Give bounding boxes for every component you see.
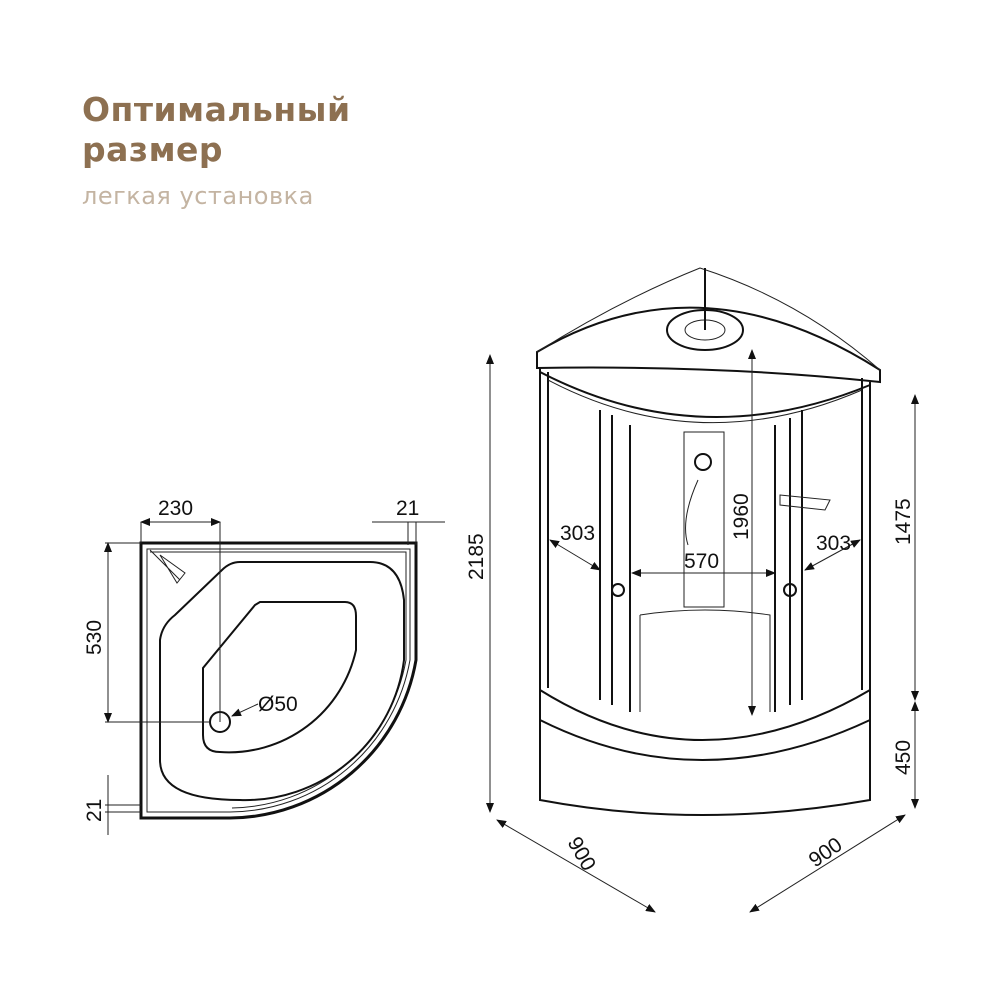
cabin-roof [536,306,881,384]
right-door-handle [783,583,797,597]
tray-floor-contour [202,601,357,754]
heading-title: Оптимальный размер [82,90,351,170]
dim-530: 530 [83,620,106,655]
title-line-2: размер [82,130,224,169]
dim-2185: 2185 [465,533,488,580]
dim-21-top: 21 [396,497,419,520]
shower-head-icon [694,453,712,471]
dim-450: 450 [892,740,915,775]
dim-900-left: 900 [563,833,600,875]
tray-inner-contour [159,561,405,802]
heading-subtitle: легкая установка [82,182,314,210]
plan-view: 230 21 530 21 Ø50 [83,497,445,835]
dim-570: 570 [684,550,719,573]
corner-fitting-icon [149,549,186,584]
dim-1960: 1960 [730,493,753,540]
shelf-icon [779,494,831,511]
dim-230: 230 [158,497,193,520]
dim-drain: Ø50 [258,693,298,716]
cabin-elevation-view: 2185 1475 450 1960 303 570 303 900 900 [465,267,919,913]
dim-1475: 1475 [892,498,915,545]
tray-outline [139,541,418,820]
tray-apron [539,720,871,816]
dim-21-bottom: 21 [83,799,106,822]
left-door-handle [611,583,625,597]
dim-900-right: 900 [805,833,847,872]
dim-303-right: 303 [816,532,851,555]
dim-303-left: 303 [560,522,595,545]
shower-panel [683,431,725,608]
title-line-1: Оптимальный [82,90,351,129]
